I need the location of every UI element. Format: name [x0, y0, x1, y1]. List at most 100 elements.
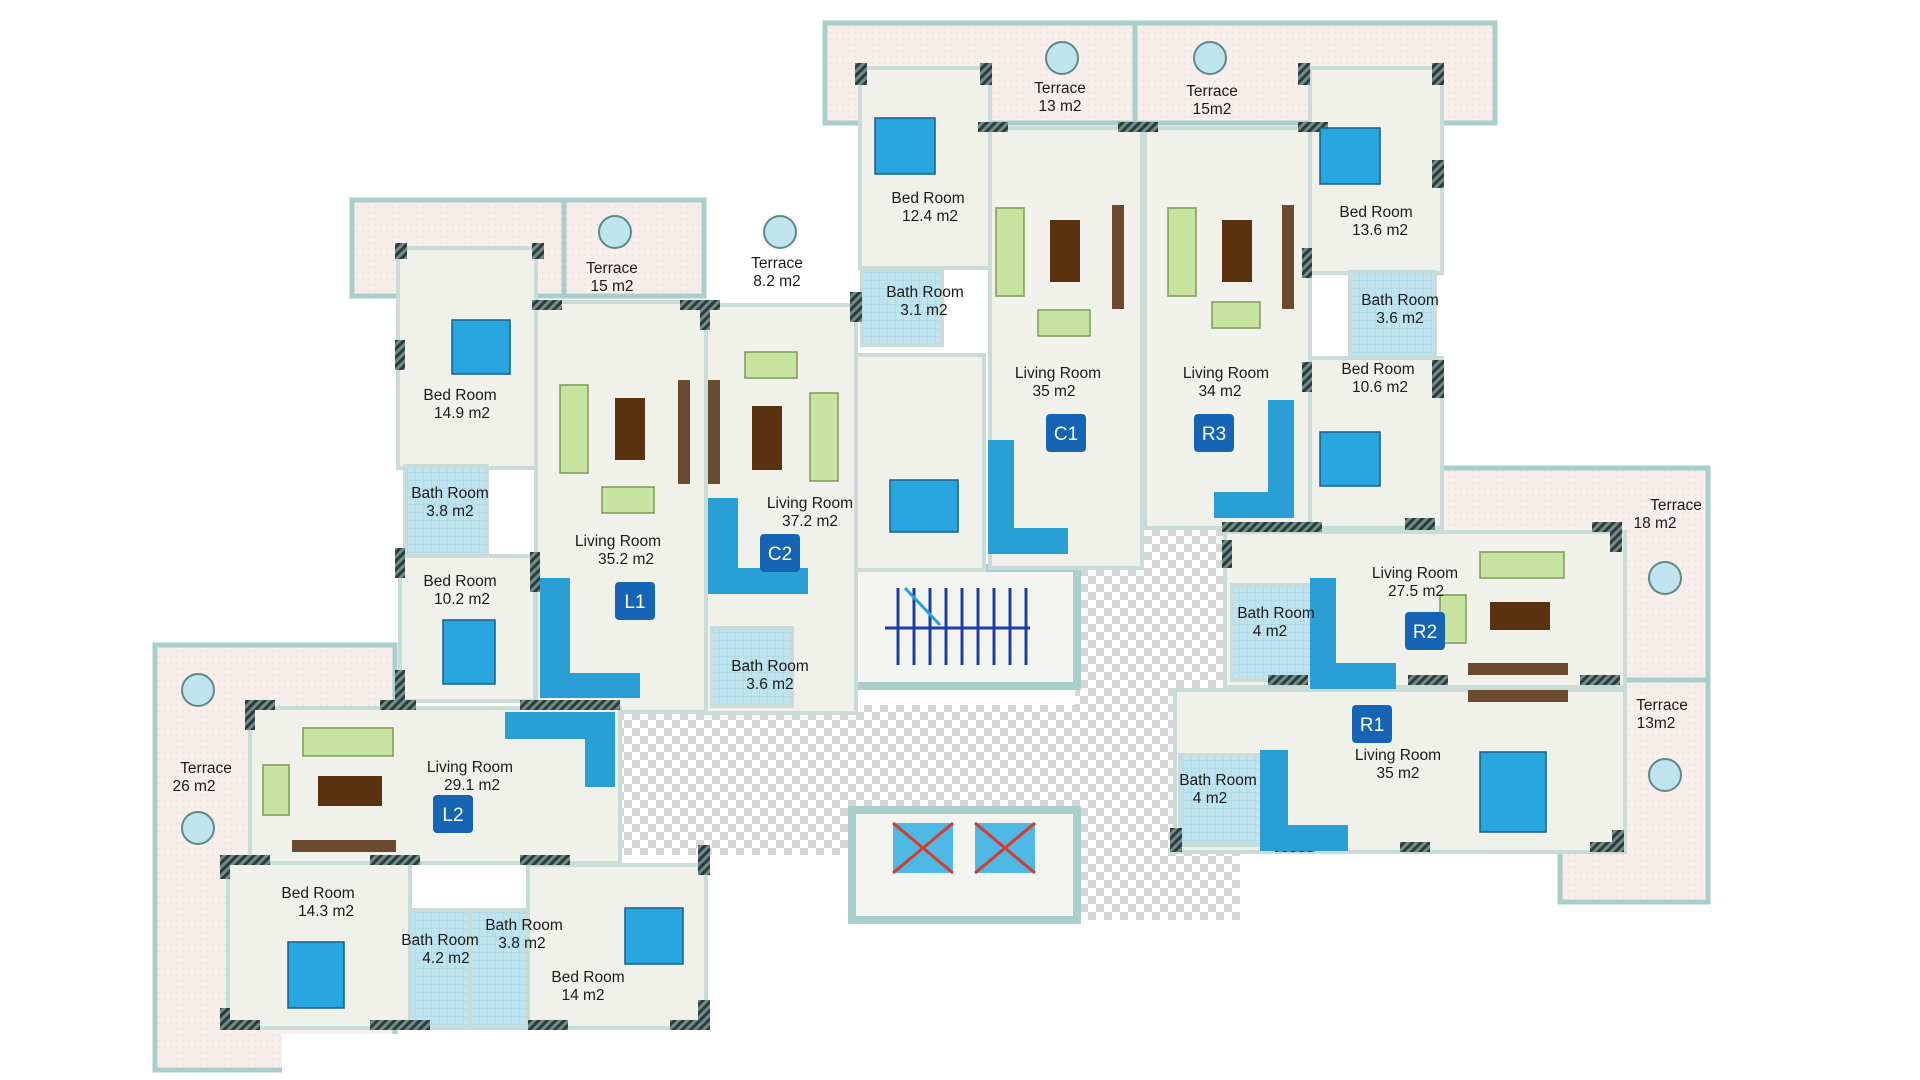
terrace-l2-area-label: 26 m2: [172, 778, 215, 795]
kitchen-counter-icon: [1260, 750, 1348, 851]
unit-badge-l1: L1: [615, 582, 655, 620]
bathroom-c1-floor: [860, 268, 944, 347]
terrace-c2-area-label: 8.2 m2: [753, 273, 800, 290]
bedroom-l1-a-area-label: 14.9 m2: [434, 405, 490, 422]
terrace-r2-area-label: 18 m2: [1633, 515, 1676, 532]
table-icon: [1490, 602, 1550, 630]
patio-table-icon: [1193, 41, 1227, 75]
living-r1-name: Living Room: [1355, 747, 1441, 764]
living-c1-name: Living Room: [1015, 365, 1101, 382]
bathroom-r3-name: Bath Room: [1361, 292, 1439, 309]
bathroom-c2-name: Bath Room: [731, 658, 809, 675]
sideboard-icon: [678, 380, 690, 484]
bathroom-l2-a-area-label: 4.2 m2: [422, 950, 469, 967]
unit-badge-l2: L2: [433, 795, 473, 833]
sofa-icon: [1479, 551, 1565, 579]
bedroom-l1-b-area-label: 10.2 m2: [434, 591, 490, 608]
patio-table-icon: [1648, 758, 1682, 792]
unit-badge-r2: R2: [1405, 612, 1445, 650]
bathroom-c2-area-label: 3.6 m2: [746, 676, 793, 693]
unit-badge-c1: C1: [1046, 414, 1086, 452]
living-l2-area-label: 29.1 m2: [444, 777, 500, 794]
sofa-icon: [1167, 207, 1197, 297]
bedroom-l2-b-area-label: 14 m2: [561, 987, 604, 1004]
living-r1-area-label: 35 m2: [1376, 765, 1419, 782]
bathroom-c1-area-label: 3.1 m2: [900, 302, 947, 319]
living-l1-name: Living Room: [575, 533, 661, 550]
sofa-icon: [744, 351, 798, 379]
unit-badge-r3: R3: [1194, 414, 1234, 452]
lift-left-icon: [892, 821, 954, 875]
bedroom-l2-a-area-label: 14.3 m2: [298, 903, 354, 920]
bathroom-l2-b-area-label: 3.8 m2: [498, 935, 545, 952]
bedroom-l1-a-name: Bed Room: [423, 387, 496, 404]
terrace-r1-name: Terrace: [1636, 697, 1688, 714]
bedroom-r3-a-name: Bed Room: [1339, 204, 1412, 221]
bedroom-r3-a-area-label: 13.6 m2: [1352, 222, 1408, 239]
sideboard-icon: [1112, 205, 1124, 309]
living-r3-name: Living Room: [1183, 365, 1269, 382]
patio-table-icon: [181, 811, 215, 845]
living-c1-floor: [988, 126, 1144, 570]
terrace-r2-name: Terrace: [1650, 497, 1702, 514]
bed-icon: [451, 319, 511, 375]
room-labels: Terrace 15 m2 Terrace 8.2 m2 Terrace 13 …: [172, 80, 1701, 1004]
bathroom-l2-b-floor: [468, 908, 530, 1030]
bedroom-c2-floor: [854, 353, 986, 572]
terrace-l1-area-label: 15 m2: [590, 278, 633, 295]
terrace-c2-area: [561, 197, 707, 299]
bed-icon: [442, 619, 496, 685]
bathroom-l2-a-name: Bath Room: [401, 932, 479, 949]
unit-badge-r1-code: R1: [1360, 715, 1384, 736]
bathroom-c1-name: Bath Room: [886, 284, 964, 301]
sofa-icon: [1211, 301, 1261, 329]
lift-right-icon: [974, 821, 1036, 875]
patio-table-icon: [763, 215, 797, 249]
sofa-icon: [601, 486, 655, 514]
wall-hatches: [220, 63, 1624, 1030]
unit-badge-l1-code: L1: [624, 592, 645, 613]
bed-icon: [1319, 127, 1381, 185]
table-icon: [1222, 220, 1252, 282]
kitchen-counter-icon: [1310, 578, 1396, 689]
kitchen-counter-icon: [988, 440, 1068, 554]
living-c2-area-label: 37.2 m2: [782, 513, 838, 530]
bathroom-r1-area-label: 4 m2: [1193, 790, 1227, 807]
kitchen-counter-icon: [1214, 400, 1294, 518]
sideboard-icon: [708, 380, 720, 484]
sofa-icon: [559, 384, 589, 474]
table-icon: [752, 406, 782, 470]
patio-table-icon: [1045, 41, 1079, 75]
living-l2-name: Living Room: [427, 759, 513, 776]
sideboard-icon: [292, 840, 396, 852]
unit-badge-c2: C2: [760, 534, 800, 572]
sideboard-icon: [1468, 690, 1568, 702]
bedroom-r3-b-area-label: 10.6 m2: [1352, 379, 1408, 396]
bathroom-r3-floor: [1348, 270, 1437, 359]
table-icon: [1050, 220, 1080, 282]
table-icon: [615, 398, 645, 460]
sofa-icon: [995, 207, 1025, 297]
living-r2-name: Living Room: [1372, 565, 1458, 582]
kitchen-counter-icon: [505, 712, 615, 787]
unit-badges: L1 L2 C1 C2 R1 R2 R3: [433, 414, 1445, 833]
unit-badge-r1: R1: [1352, 705, 1392, 743]
bathroom-r3-area-label: 3.6 m2: [1376, 310, 1423, 327]
terrace-c2-name: Terrace: [751, 255, 803, 272]
bedroom-c1-area-label: 12.4 m2: [902, 208, 958, 225]
bathroom-l2-a-floor: [408, 908, 472, 1030]
bedroom-l2-a-name: Bed Room: [281, 885, 354, 902]
bathroom-r1-name: Bath Room: [1179, 772, 1257, 789]
bed-icon: [1319, 431, 1381, 487]
patio-table-icon: [598, 215, 632, 249]
unit-badge-l2-code: L2: [442, 805, 463, 826]
living-c1-area-label: 35 m2: [1032, 383, 1075, 400]
sofa-icon: [1037, 309, 1091, 337]
patio-table-icon: [181, 673, 215, 707]
bathroom-l1-area-label: 3.8 m2: [426, 503, 473, 520]
terrace-l1-name: Terrace: [586, 260, 638, 277]
bedroom-l1-b-name: Bed Room: [423, 573, 496, 590]
living-c2-name: Living Room: [767, 495, 853, 512]
living-l1-area-label: 35.2 m2: [598, 551, 654, 568]
